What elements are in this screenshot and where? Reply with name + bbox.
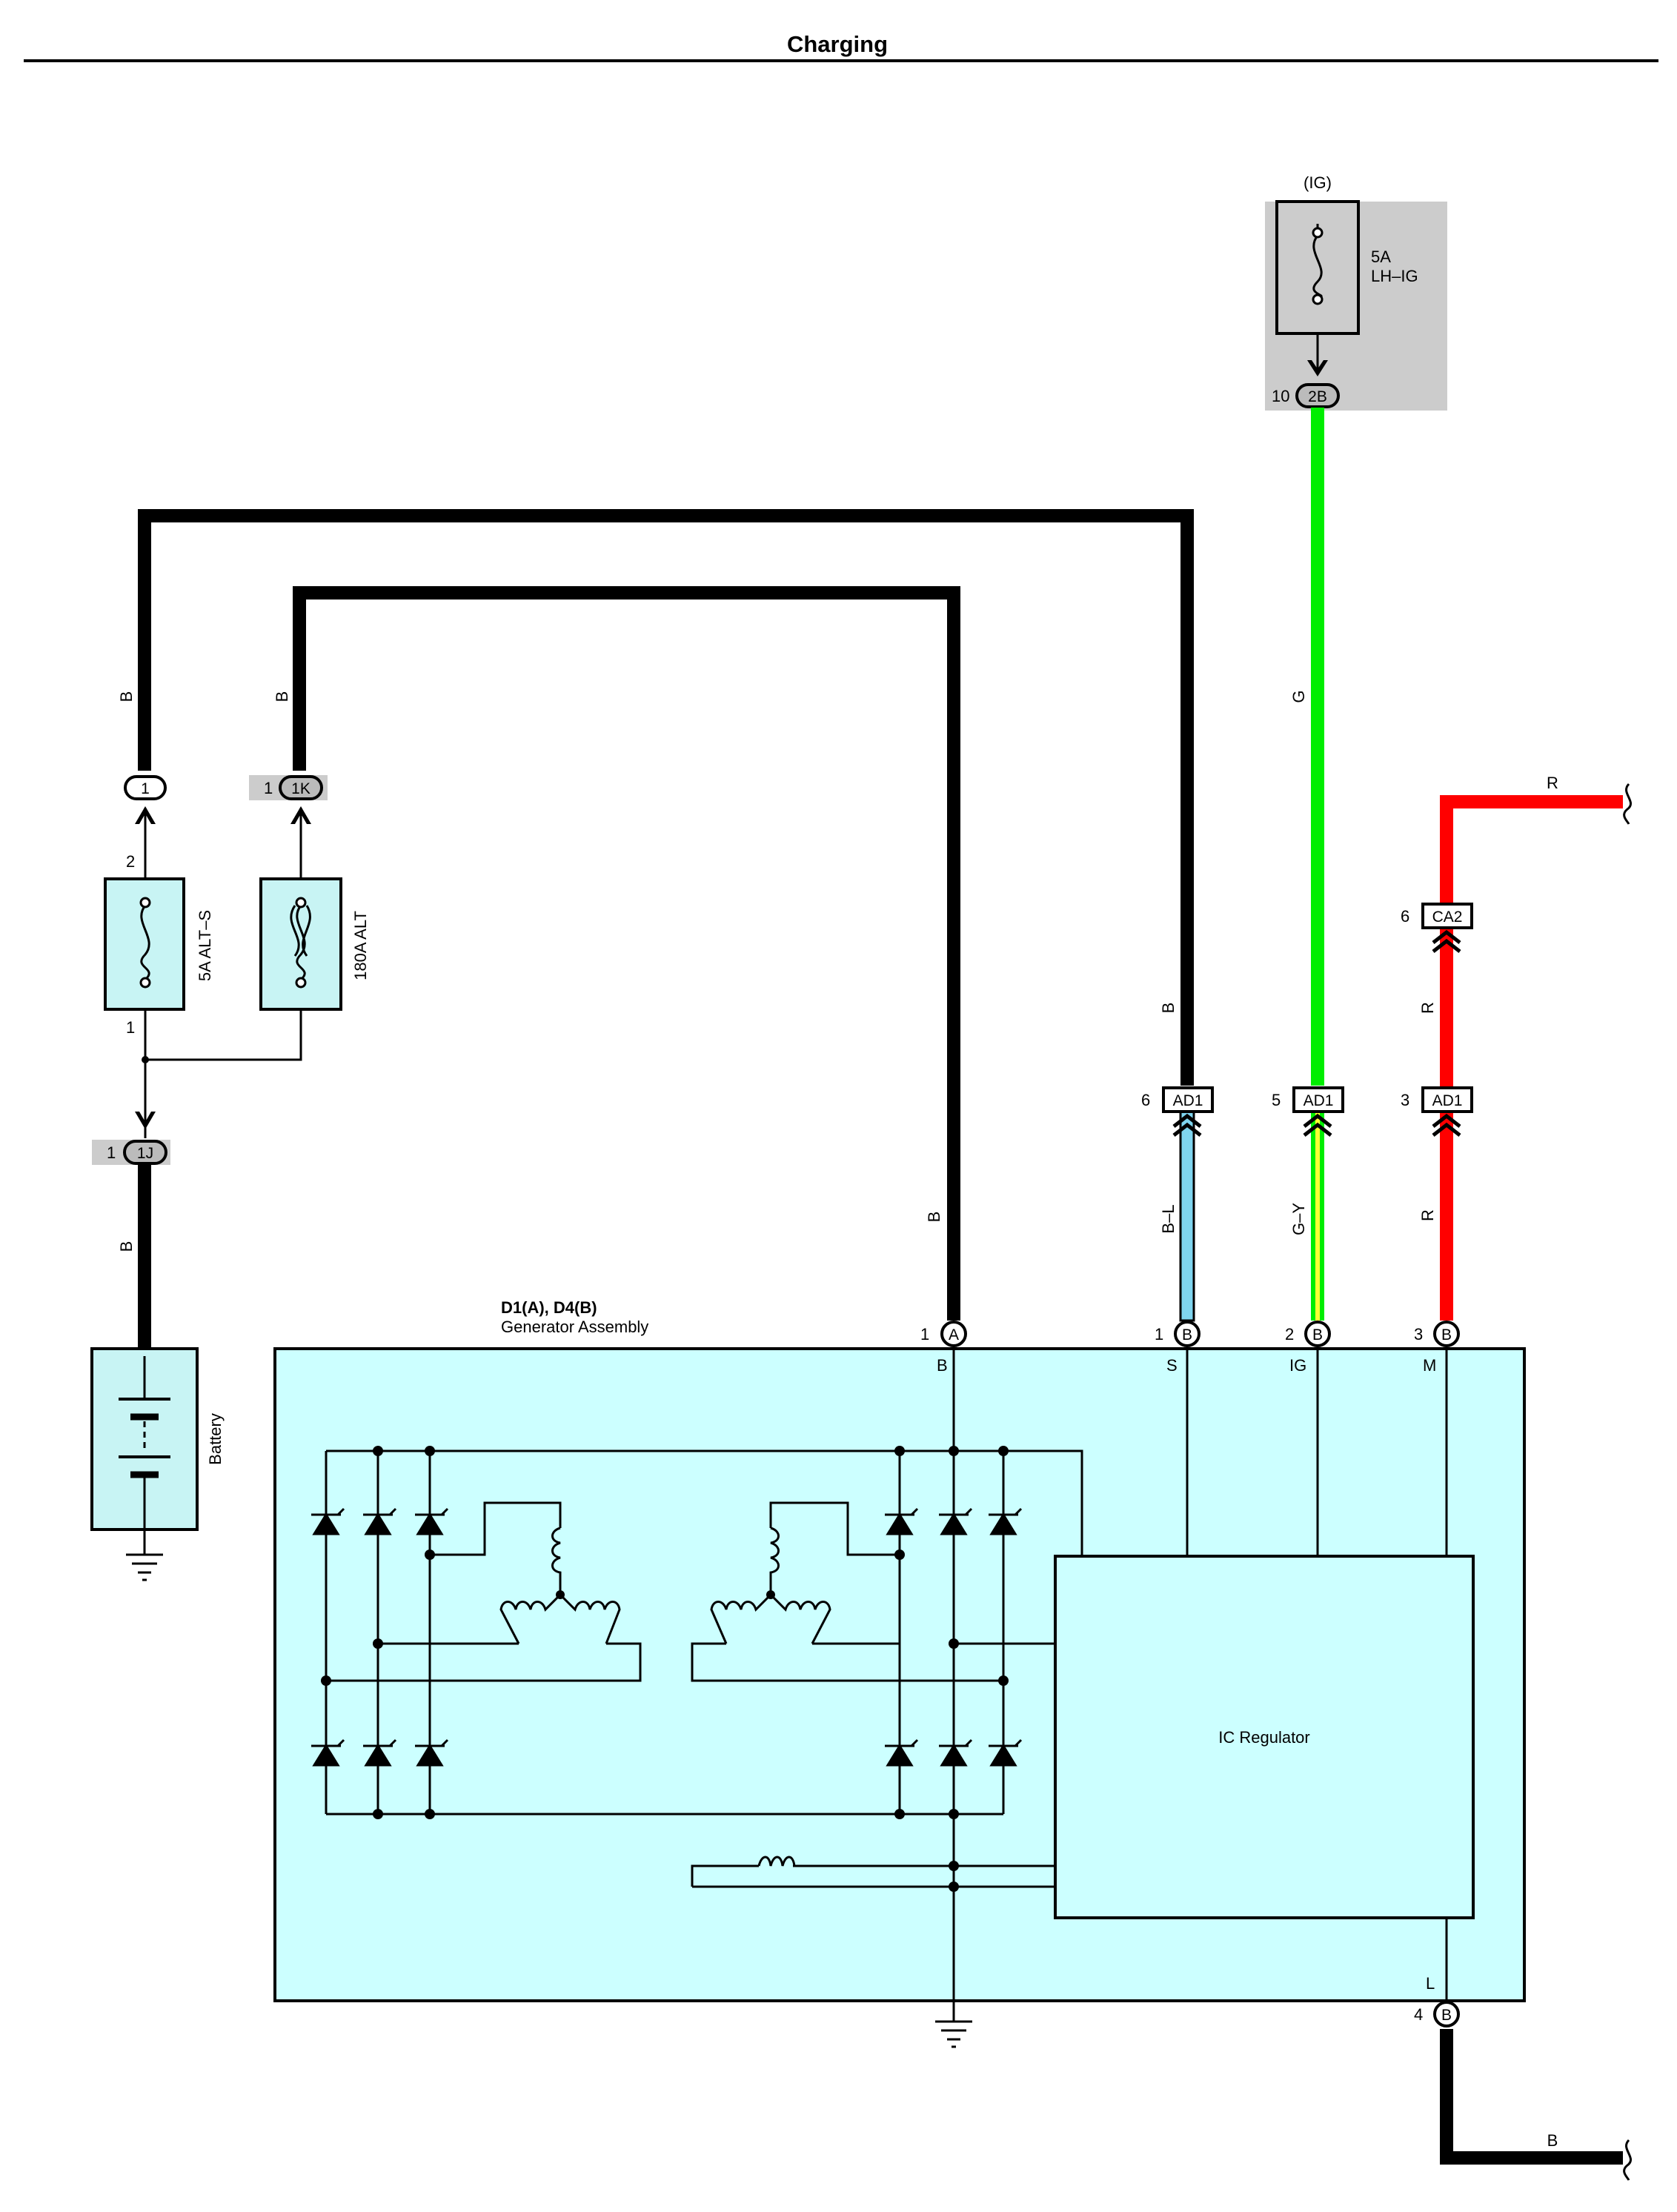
wire-label-gen-b: B	[925, 1212, 943, 1223]
arrow-up-icon	[290, 806, 311, 824]
fusible-link-symbol	[290, 905, 311, 981]
connector-ad1-ig: 5 AD1	[1272, 1086, 1344, 1137]
connector-ad1-m-pin: 3	[1401, 1091, 1409, 1109]
connector-1k	[279, 775, 323, 800]
wire-blue-s	[1179, 1110, 1195, 1322]
chevron-up-icon	[1172, 1113, 1202, 1137]
ground-icon	[935, 2001, 972, 2048]
connector-1j-id: 1J	[137, 1145, 153, 1162]
gen-connector-l-id: B	[1441, 2007, 1452, 2024]
connector-ca2-pin: 6	[1401, 907, 1409, 926]
gen-connector-a-id: A	[949, 1326, 959, 1344]
rectifier-diodes	[311, 1507, 1023, 1767]
chevron-up-icon	[1432, 1113, 1461, 1137]
wire-label-ig-upper: G	[1289, 690, 1308, 703]
fuse-alts-pin-bottom: 1	[126, 1018, 135, 1037]
gen-terminal-l: L	[1426, 1974, 1435, 1993]
connector-1k-pin: 1	[264, 779, 273, 797]
wire-label-s-lower: B–L	[1159, 1204, 1178, 1233]
wire-label-m-top: R	[1547, 774, 1558, 792]
connector-ad1-ig-pin: 5	[1272, 1091, 1281, 1109]
connector-ad1-ig-id: AD1	[1304, 1092, 1334, 1109]
stator-coil-icon	[499, 1527, 831, 1867]
connector-ca2-id: CA2	[1432, 909, 1463, 926]
wire-black-l	[1440, 2029, 1623, 2165]
junction-dots	[321, 1446, 1009, 1892]
wire-splice	[145, 1009, 302, 1061]
wire-label-alt-in: B	[273, 691, 291, 703]
fuse-alt-label: 180A ALT	[351, 911, 370, 980]
gen-terminal-ig: IG	[1289, 1356, 1306, 1375]
connector-1	[124, 775, 167, 800]
wire-black-alt	[293, 586, 960, 1321]
chevron-up-icon	[1432, 929, 1461, 953]
wire-label-m-middle: R	[1418, 1002, 1437, 1014]
fuse-alts-pin-top: 2	[126, 852, 135, 871]
connector-2b-pin: 10	[1272, 387, 1289, 405]
connector-1j	[123, 1140, 167, 1165]
connector-1j-pin: 1	[107, 1143, 116, 1162]
wire-label-battery: B	[117, 1241, 136, 1252]
connector-1k-id: 1K	[291, 780, 311, 797]
gen-s-pin: 1	[1155, 1325, 1163, 1344]
arrow-up-icon	[135, 806, 156, 824]
connector-2b-id: 2B	[1308, 388, 1327, 405]
gen-terminal-b: B	[937, 1356, 948, 1375]
chevron-up-icon	[1303, 1113, 1332, 1137]
wire-black-alts	[138, 509, 1194, 1086]
gen-l-pin: 4	[1414, 2005, 1423, 2024]
connector-ad1-m-id: AD1	[1432, 1092, 1463, 1109]
wire-break-icon-l	[1623, 2139, 1632, 2181]
gen-terminal-m: M	[1423, 1356, 1436, 1375]
ig-label: (IG)	[1304, 173, 1332, 192]
page-title: Charging	[787, 31, 888, 57]
wire-label-s-upper: B	[1159, 1003, 1178, 1014]
ic-regulator-box	[1054, 1555, 1475, 1919]
connector-ca2: 6 CA2	[1401, 903, 1473, 953]
gen-connector-s-id: B	[1182, 1326, 1192, 1344]
fuse-alts-block: 1 2 5A ALT–S 1	[104, 775, 302, 1138]
wire-red-m	[1440, 795, 1623, 1321]
generator-assembly: D1(A), D4(B) Generator Assembly 1 A B 1 …	[273, 1298, 1526, 2048]
fuse-alts-label: 5A ALT–S	[196, 910, 214, 981]
connector-1-id: 1	[141, 780, 150, 797]
connector-ad1-m: 3 AD1	[1401, 1086, 1473, 1137]
connector-1j-block: 1 1J	[92, 1112, 170, 1165]
gen-terminal-s: S	[1166, 1356, 1178, 1375]
connector-2b	[1295, 383, 1340, 408]
gen-b-pin: 1	[920, 1325, 929, 1344]
battery-label: Battery	[206, 1413, 225, 1465]
fuse-lhig-block: (IG) 5A LH–IG 10 2B	[1265, 173, 1447, 411]
connector-ad1-s-pin: 6	[1141, 1091, 1150, 1109]
arrow-down-icon	[1307, 360, 1328, 376]
gen-connector-m-id: B	[1441, 1326, 1452, 1344]
wire-label-alts-in: B	[117, 691, 136, 703]
wire-break-icon	[1623, 783, 1632, 825]
gen-connector-ig-id: B	[1312, 1326, 1323, 1344]
gen-m-pin: 3	[1414, 1325, 1423, 1344]
connector-ad1-s: 6 AD1	[1141, 1086, 1214, 1137]
gen-ig-pin: 2	[1285, 1325, 1294, 1344]
connector-ad1-s-id: AD1	[1173, 1092, 1203, 1109]
fuse-lhig-rating: 5A	[1371, 248, 1391, 266]
ground-icon	[126, 1553, 163, 1581]
generator-id: D1(A), D4(B)	[501, 1298, 597, 1317]
wire-label-m-lower: R	[1418, 1209, 1437, 1221]
arrow-down-icon	[135, 1112, 156, 1129]
ic-regulator-label: IC Regulator	[1218, 1728, 1310, 1747]
battery-block: Battery	[90, 1347, 225, 1581]
fuse-lhig-name: LH–IG	[1371, 267, 1418, 285]
fuse-lhig-shade	[1265, 202, 1447, 411]
fuse-alt-block: 1 1K 180A ALT	[249, 775, 370, 1011]
fuse-alts-symbol	[140, 905, 150, 981]
wire-label-l-out: B	[1547, 2131, 1558, 2150]
wire-label-ig-lower: G–Y	[1289, 1203, 1308, 1235]
generator-name: Generator Assembly	[501, 1318, 648, 1336]
